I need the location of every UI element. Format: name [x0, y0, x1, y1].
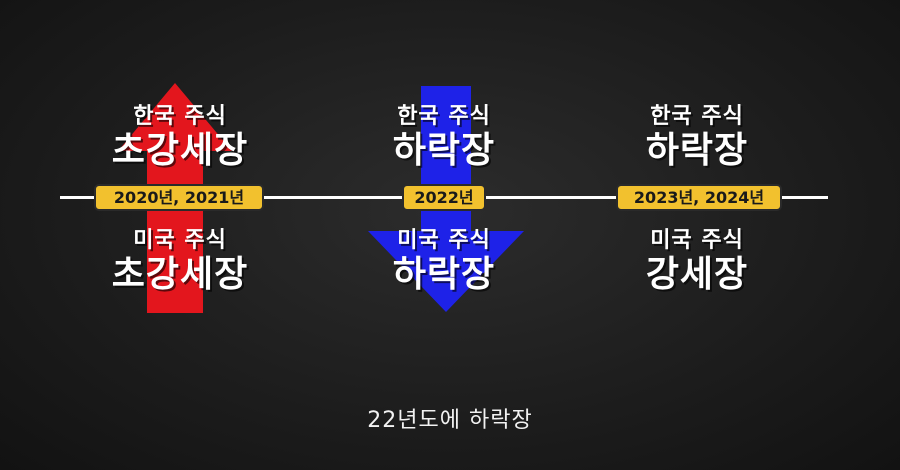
korea-label: 한국 주식	[133, 104, 227, 129]
column-2020-2021: 한국 주식 초강세장	[50, 104, 310, 172]
korea-label: 한국 주식	[397, 104, 491, 129]
korea-market-status: 하락장	[392, 130, 496, 171]
us-label: 미국 주식	[397, 228, 491, 253]
korea-market-status: 하락장	[645, 130, 749, 171]
subtitle-caption: 22년도에 하락장	[367, 408, 533, 433]
korea-label: 한국 주식	[650, 104, 744, 129]
column-2022-bottom: 미국 주식 하락장	[314, 228, 574, 296]
us-market-status: 강세장	[645, 254, 749, 295]
korea-market-status: 초강세장	[111, 130, 249, 171]
us-market-status: 초강세장	[111, 254, 249, 295]
year-badge: 2020년, 2021년	[94, 184, 264, 211]
column-2023-2024-bottom: 미국 주식 강세장	[567, 228, 827, 296]
year-badge: 2023년, 2024년	[616, 184, 782, 211]
us-label: 미국 주식	[650, 228, 744, 253]
column-2022: 한국 주식 하락장	[314, 104, 574, 172]
year-badge: 2022년	[402, 184, 486, 211]
column-2020-2021-bottom: 미국 주식 초강세장	[50, 228, 310, 296]
us-label: 미국 주식	[133, 228, 227, 253]
us-market-status: 하락장	[392, 254, 496, 295]
column-2023-2024: 한국 주식 하락장	[567, 104, 827, 172]
